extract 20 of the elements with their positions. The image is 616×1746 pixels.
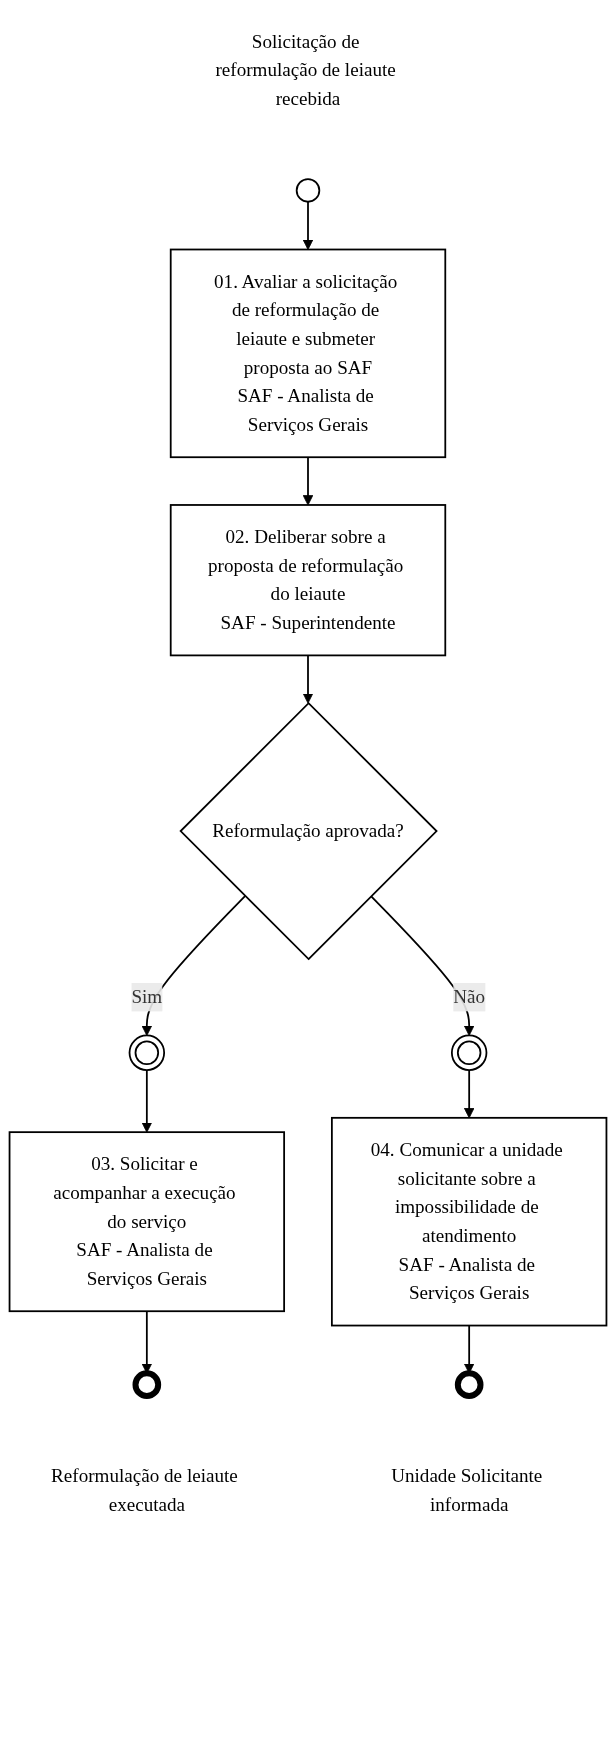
- arrow: [141, 1069, 153, 1133]
- node-circle: [128, 1034, 166, 1071]
- node-box: 01. Avaliar a solicitação de reformulação de leiaute e submeter proposta ao SAF SAF - Analista de Serviços Gerais: [169, 248, 447, 459]
- node-box: 03. Solicitar e acompanhar a execução do serviço SAF - Analista de Serviços Gerais: [8, 1131, 285, 1313]
- arrow: [302, 654, 314, 704]
- node-box: 04. Comunicar a unidade solicitante sobre a impossibilidade de atendimento SAF - Analista de Serviços Gerais: [331, 1116, 608, 1327]
- node-label: Unidade Solicitante informada: [391, 1465, 543, 1515]
- arrow: [302, 200, 314, 250]
- node-label: Reformulação de leiaute executada: [51, 1465, 238, 1515]
- node-circle: [450, 1034, 488, 1071]
- arrow: [463, 1069, 475, 1119]
- node-box: 02. Deliberar sobre a proposta de reformulação do leiaute SAF - Superintendente: [169, 504, 447, 657]
- edge-label: Não: [453, 986, 486, 1007]
- arrow: [302, 456, 314, 506]
- node-circle: [295, 178, 321, 203]
- node-circle: [454, 1370, 484, 1399]
- edge-label: Sim: [131, 986, 163, 1007]
- node-circle: [132, 1370, 162, 1399]
- node-diamond: Reformulação aprovada?: [179, 701, 438, 961]
- node-label: Solicitação de reformulação de leiaute recebida: [215, 31, 396, 109]
